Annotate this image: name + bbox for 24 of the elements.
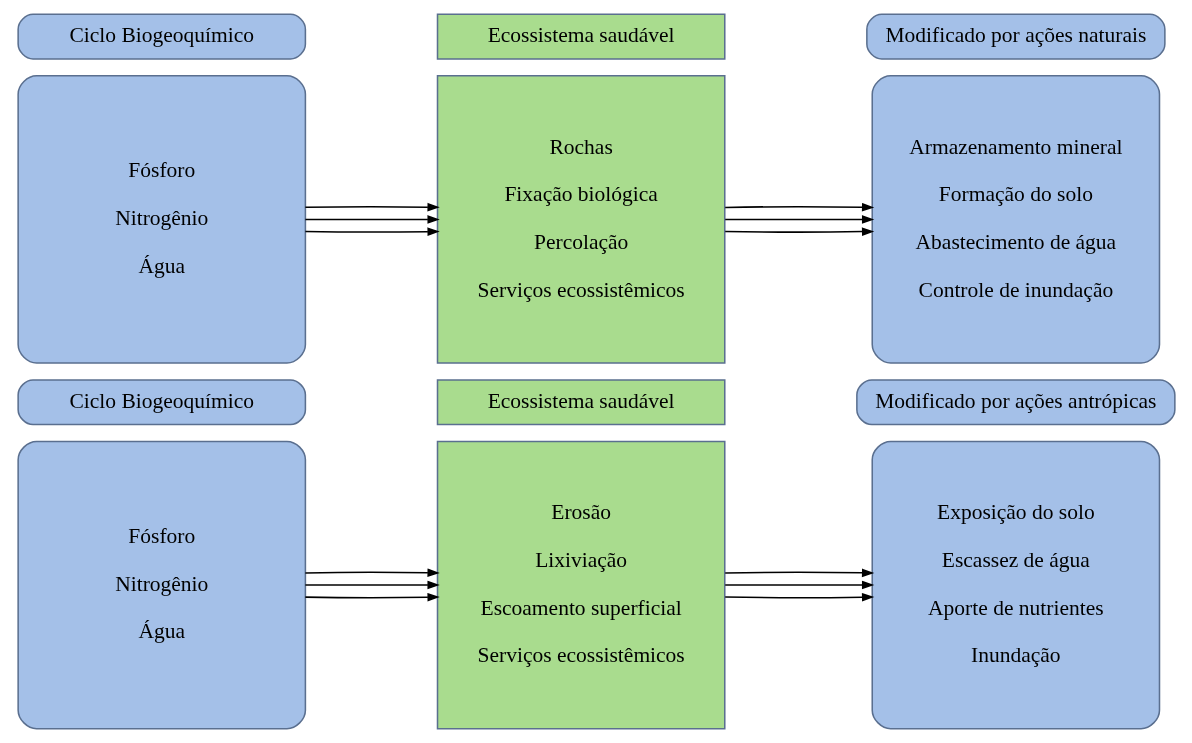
node-box: Modificado por ações antrópicas (855, 379, 1176, 426)
node-box: Erosão Lixiviação Escoamento superficial Serviços ecossistêmicos (436, 440, 726, 730)
arrow (304, 215, 440, 224)
node-box: Exposição do solo Escassez de água Aporte de nutrientes Inundação (870, 440, 1160, 730)
arrow (304, 580, 440, 590)
arrow (723, 215, 874, 224)
arrow (304, 227, 440, 236)
arrow (723, 568, 874, 578)
node-box: Ecossistema saudável (436, 379, 726, 426)
node-box: Fósforo Nitrogênio Água (16, 75, 306, 364)
node-box: Ciclo Biogeoquímico (16, 379, 306, 426)
node-box: Fósforo Nitrogênio Água (16, 440, 306, 730)
node-box: Armazenamento mineral Formação do solo Abastecimento de água Controle de inundação (870, 75, 1160, 364)
arrow (723, 202, 874, 212)
node-box: Rochas Fixação biológica Percolação Serviços ecossistêmicos (436, 75, 726, 364)
node-box: Modificado por ações naturais (865, 13, 1166, 60)
arrow (723, 592, 874, 602)
arrow (304, 568, 440, 578)
node-box: Ciclo Biogeoquímico (16, 13, 306, 60)
arrow (723, 227, 874, 236)
node-box: Ecossistema saudável (436, 13, 726, 60)
arrow (304, 202, 440, 212)
arrow (723, 580, 874, 590)
arrow (304, 592, 440, 602)
